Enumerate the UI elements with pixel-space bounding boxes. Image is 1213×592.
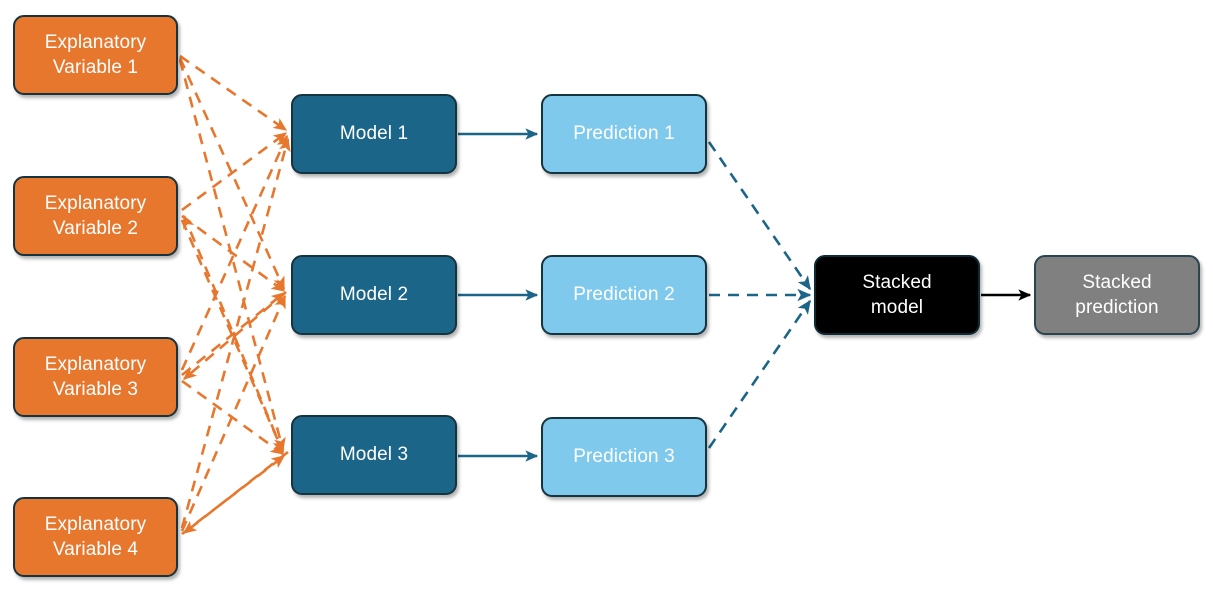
node-label: Model 2	[339, 284, 409, 306]
edge-var3-model2	[181, 291, 286, 377]
node-prediction-3[interactable]: Prediction 3	[541, 417, 707, 497]
node-label: Prediction 1	[573, 123, 675, 145]
edge-var1-model1	[179, 54, 288, 132]
node-model-1[interactable]: Model 1	[291, 94, 457, 174]
node-label: Stacked prediction	[1075, 271, 1159, 318]
edge-var4-model2	[180, 294, 287, 532]
edge-var4-model1	[180, 137, 291, 529]
edge-var1-model3	[178, 59, 286, 452]
node-explanatory-variable-2[interactable]: Explanatory Variable 2	[13, 176, 178, 256]
edge-pred3-stacked	[707, 299, 812, 449]
edges-prediction-to-stacked-model	[707, 141, 812, 449]
node-stacked-model[interactable]: Stacked model	[814, 255, 980, 335]
edges-model-to-prediction	[458, 128, 539, 462]
edge-var2-model1	[181, 131, 288, 212]
node-label: Explanatory Variable 4	[44, 513, 147, 560]
node-label: Model 3	[339, 444, 409, 466]
edge-stray-to-var2	[182, 214, 285, 453]
edge-var2-model2	[181, 214, 286, 293]
edge-pred1-stacked	[707, 141, 812, 291]
edge-var3-model3	[181, 379, 285, 456]
node-explanatory-variable-4[interactable]: Explanatory Variable 4	[13, 497, 178, 577]
node-label: Prediction 3	[573, 446, 675, 468]
edges-explanatory-to-models	[178, 54, 291, 536]
node-label: Prediction 2	[573, 284, 675, 306]
node-prediction-1[interactable]: Prediction 1	[541, 94, 707, 174]
node-explanatory-variable-1[interactable]: Explanatory Variable 1	[13, 15, 178, 95]
node-stacked-prediction[interactable]: Stacked prediction	[1034, 255, 1200, 335]
node-explanatory-variable-3[interactable]: Explanatory Variable 3	[13, 337, 178, 417]
edge-stray-to-var3	[182, 291, 287, 380]
node-label: Explanatory Variable 1	[44, 31, 147, 78]
node-label: Explanatory Variable 3	[44, 353, 147, 400]
edge-var4-model3	[181, 454, 286, 536]
node-label: Explanatory Variable 2	[44, 192, 147, 239]
node-model-2[interactable]: Model 2	[291, 255, 457, 335]
edge-stray-to-var4	[182, 450, 289, 535]
edge-var3-model1	[180, 134, 289, 371]
node-label: Model 1	[339, 123, 409, 145]
edge-var2-model3	[180, 219, 285, 454]
node-label: Stacked model	[862, 271, 932, 318]
node-model-3[interactable]: Model 3	[291, 415, 457, 495]
edge-var1-model2	[178, 57, 286, 291]
node-prediction-2[interactable]: Prediction 2	[541, 255, 707, 335]
